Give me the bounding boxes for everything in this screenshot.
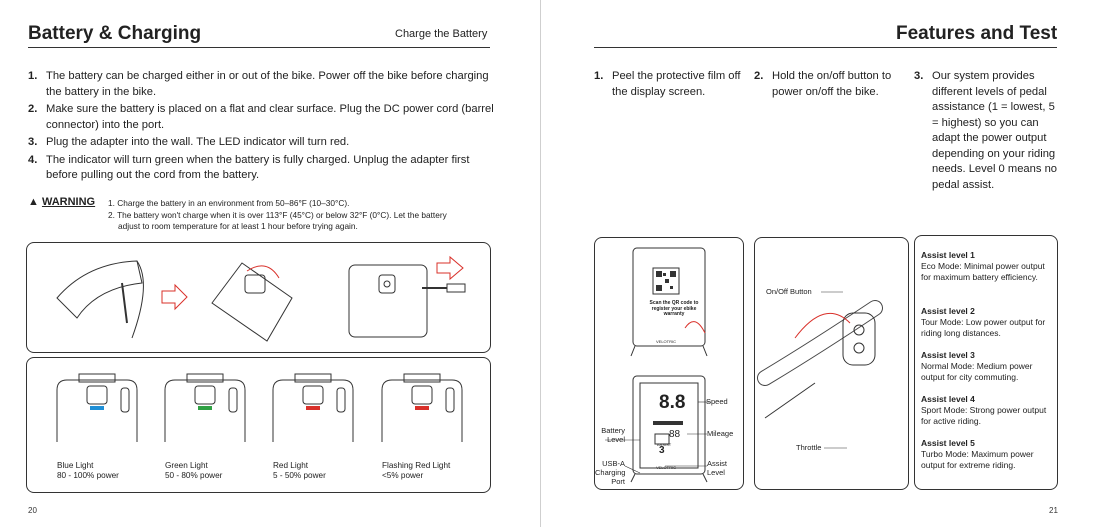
led-indicator — [90, 406, 104, 410]
handlebar-panel — [754, 237, 909, 490]
warning-label: ▲ WARNING — [28, 196, 96, 208]
battery-body — [381, 379, 463, 442]
mileage-label: Mileage — [707, 429, 734, 438]
charging-port — [86, 385, 108, 405]
qr-instruction: Scan the QR code to register your ebike … — [649, 300, 699, 317]
right-page-title: Features and Test — [896, 23, 1058, 44]
page-divider — [540, 0, 541, 527]
charging-steps: 1.The battery can be charged either in o… — [28, 69, 498, 186]
assist-level-label: Assist Level — [707, 459, 728, 477]
left-page: Battery & Charging Charge the Battery 1.… — [0, 0, 540, 527]
assist-readout: 3 — [659, 445, 665, 456]
step-item: 1.The battery can be charged either in o… — [28, 70, 489, 98]
battery-cap — [78, 373, 116, 383]
led-indicator — [198, 406, 212, 410]
light-caption-flashing-red: Flashing Red Light<5% power — [382, 461, 451, 480]
light-indicator-panel — [26, 357, 491, 493]
battery-body — [272, 379, 354, 442]
battery-latch — [120, 387, 130, 413]
battery-latch — [336, 387, 346, 413]
usb-port-label: USB-A Charging Port — [595, 459, 626, 486]
charging-illustration — [56, 255, 466, 342]
battery-body — [164, 379, 246, 442]
brand-logo: VELOTRIC — [656, 339, 677, 344]
title-rule — [594, 47, 1057, 48]
assist-tag: ASSIST — [657, 442, 672, 447]
warning-line: adjust to room temperature for at least … — [118, 221, 358, 231]
handlebar-illustration — [757, 291, 883, 449]
charging-port — [302, 385, 324, 405]
speed-label: Speed — [706, 397, 728, 406]
battery-latch — [228, 387, 238, 413]
brand-logo: VELOTRIC — [656, 465, 677, 470]
led-indicator — [306, 406, 320, 410]
light-indicator-illustration — [56, 373, 463, 442]
page-number: 21 — [1049, 506, 1058, 515]
charging-port — [194, 385, 216, 405]
battery-latch — [445, 387, 455, 413]
mileage-readout: 88 — [669, 429, 681, 440]
right-step-1: 1.Peel the protective film off the displ… — [594, 70, 741, 98]
page-number: 20 — [28, 506, 37, 515]
battery-level-label: Battery Level — [601, 426, 625, 444]
warning-line: 1. Charge the battery in an environment … — [108, 198, 350, 208]
section-title: Charge the Battery — [395, 28, 488, 40]
right-step-2: 2.Hold the on/off button to power on/off… — [754, 70, 892, 98]
display-illustration — [605, 247, 711, 483]
battery-cap — [186, 373, 224, 383]
right-step-3: 3.Our system provides different levels o… — [914, 70, 1058, 191]
display-panel — [594, 237, 744, 490]
title-rule — [28, 47, 490, 48]
charging-port — [411, 385, 433, 405]
speed-readout: 8.8 — [659, 392, 686, 413]
warning-icon: ▲ — [28, 196, 39, 208]
battery-body — [56, 379, 138, 442]
led-indicator — [415, 406, 429, 410]
step-item: 4.The indicator will turn green when the… — [28, 153, 470, 182]
assist-levels-panel — [914, 235, 1058, 490]
warning-line: 2. The battery won't charge when it is o… — [108, 209, 447, 220]
battery-cap — [294, 373, 332, 383]
charging-illustration-panel — [26, 242, 491, 353]
battery-cap — [403, 373, 441, 383]
step-item: 3.Plug the adapter into the wall. The LE… — [28, 136, 350, 148]
onoff-button-label: On/Off Button — [766, 287, 812, 296]
step-item: 2.Make sure the battery is placed on a f… — [28, 103, 494, 131]
left-page-title: Battery & Charging — [28, 23, 202, 44]
throttle-label: Throttle — [796, 443, 822, 452]
